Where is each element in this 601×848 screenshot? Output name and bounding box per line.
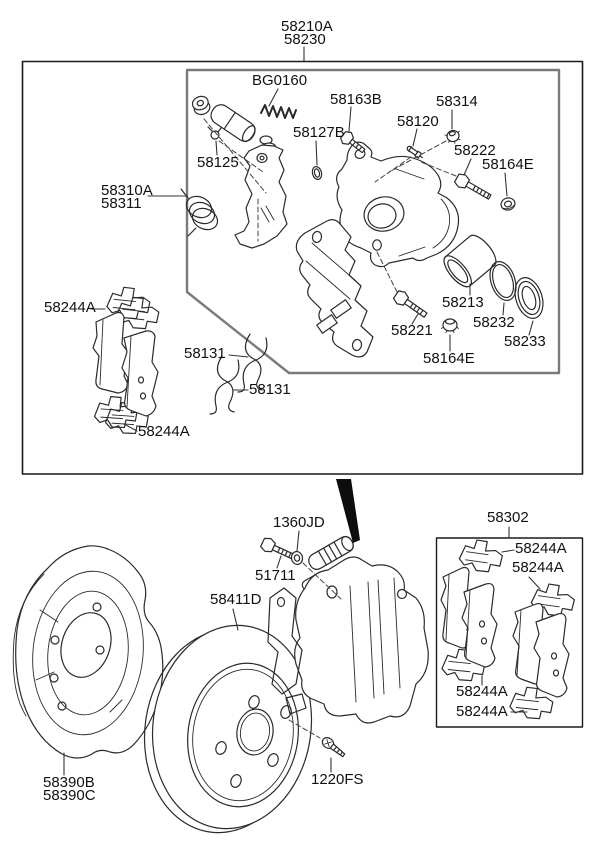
leader-lines xyxy=(63,46,541,776)
oring-58127b-sketch xyxy=(311,166,323,180)
part-label-58390B: 58390B xyxy=(43,774,95,791)
part-label-58164E-2: 58164E xyxy=(423,350,475,367)
shield-center-hole xyxy=(60,612,112,678)
part-label-58411D: 58411D xyxy=(210,591,262,608)
part-label-58244A-r1: 58244A xyxy=(515,540,567,557)
pad-kit-contents-sketch xyxy=(438,536,577,724)
spring-bg0160-sketch xyxy=(260,104,297,119)
bushing-58164e-sketch xyxy=(500,197,516,211)
part-label-58390C: 58390C xyxy=(43,787,96,804)
part-label-58125: 58125 xyxy=(197,154,239,171)
brake-pad-inner-sketch xyxy=(121,330,159,417)
bolt-58163b-sketch xyxy=(339,131,366,154)
part-label-58244A-r4: 58244A xyxy=(456,703,508,720)
part-label-51711: 51711 xyxy=(255,567,296,584)
guide-rod-sketch xyxy=(210,104,256,143)
part-label-58311: 58311 xyxy=(101,195,142,212)
clip-58125-sketch xyxy=(207,126,222,140)
brake-pad-outer-sketch xyxy=(92,311,129,394)
bolt-58222-sketch xyxy=(453,173,492,200)
assembly-direction-arrow xyxy=(336,479,360,543)
part-label-58302: 58302 xyxy=(487,509,529,526)
part-label-58244A-r2: 58244A xyxy=(512,559,564,576)
part-label-58222: 58222 xyxy=(454,142,496,159)
part-label-58314: 58314 xyxy=(436,93,478,110)
piston-58213-sketch xyxy=(443,234,497,288)
caliper-body-sketch xyxy=(336,141,460,268)
upper-box-parts xyxy=(90,95,544,440)
inner-box xyxy=(185,68,561,375)
screw-1220fs-sketch xyxy=(321,736,346,758)
part-label-58244A-lower-left: 58244A xyxy=(138,423,190,440)
flange-nut-sketch xyxy=(191,95,211,116)
part-label-58131-2: 58131 xyxy=(249,381,291,398)
dust-shield-sketch xyxy=(12,545,164,759)
part-label-1220FS: 1220FS xyxy=(311,771,364,788)
part-label-58213: 58213 xyxy=(442,294,484,311)
bolt-58221-sketch xyxy=(392,290,428,318)
dashed-guide-lines xyxy=(203,118,457,739)
part-label-58131-1: 58131 xyxy=(184,345,226,362)
parking-lever-sketch xyxy=(234,144,288,249)
seal-58232-sketch xyxy=(489,261,517,301)
bolt-51711-sketch xyxy=(260,537,296,560)
part-label-58127B: 58127B xyxy=(293,124,345,141)
boot-58233-sketch xyxy=(514,277,544,319)
part-label-1360JD: 1360JD xyxy=(273,514,325,531)
outer-box xyxy=(21,60,584,475)
part-label-58233: 58233 xyxy=(504,333,546,350)
part-label-BG0160: BG0160 xyxy=(252,72,308,89)
part-label-58230: 58230 xyxy=(284,31,326,48)
part-label-58164E-1: 58164E xyxy=(482,156,534,173)
part-label-58310A: 58310A xyxy=(101,182,153,199)
caliper-assembly-lower-sketch xyxy=(267,535,429,724)
part-label-58244A-upper-left: 58244A xyxy=(44,299,96,316)
guide-pin-boot xyxy=(308,535,354,570)
pad-spring-58131-b xyxy=(209,355,240,415)
disc-center-hole xyxy=(236,708,274,756)
return-spring-sketch xyxy=(180,188,219,237)
cap-58314-sketch xyxy=(444,129,461,144)
part-label-58232: 58232 xyxy=(473,314,515,331)
part-label-58221: 58221 xyxy=(391,322,433,339)
part-label-58210A: 58210A xyxy=(281,18,333,35)
part-label-58244A-r3: 58244A xyxy=(456,683,508,700)
cap-58164e2-sketch xyxy=(441,318,459,333)
carrier-bracket-sketch xyxy=(295,219,374,358)
part-label-58120: 58120 xyxy=(397,113,439,130)
washer-1360jd-sketch xyxy=(290,550,304,566)
part-label-58163B: 58163B xyxy=(330,91,382,108)
